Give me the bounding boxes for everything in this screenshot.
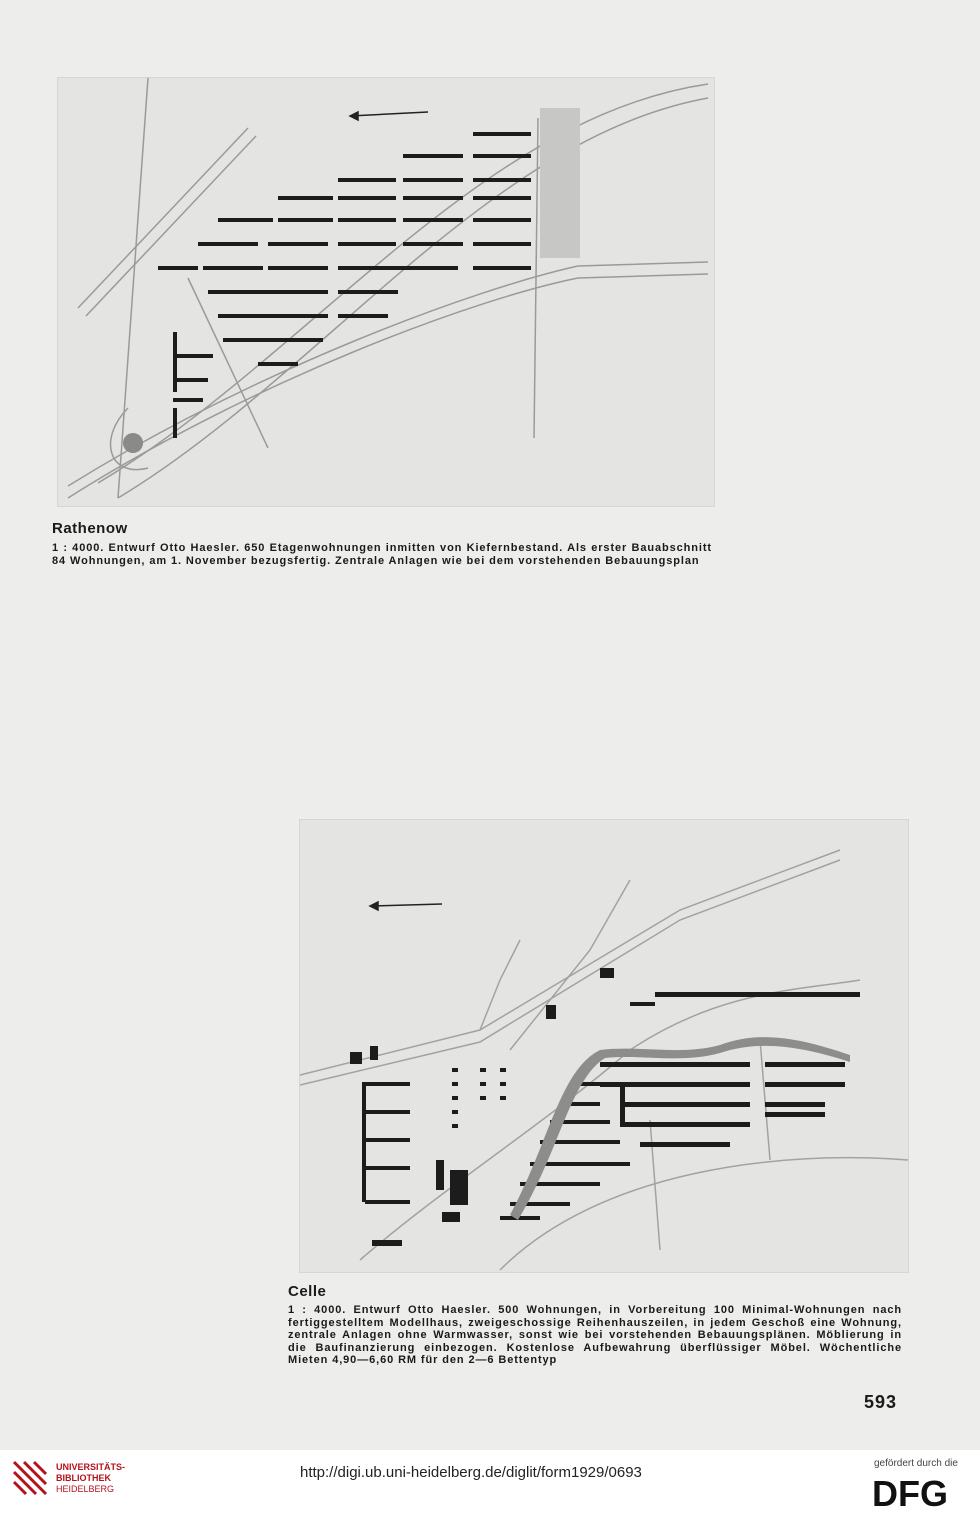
- library-name-line: UNIVERSITÄTS-: [56, 1462, 126, 1472]
- rathenow-description: 1 : 4000. Entwurf Otto Haesler. 650 Etag…: [52, 542, 712, 567]
- site-plan-rathenow: [58, 78, 714, 506]
- source-url-link[interactable]: http://digi.ub.uni-heidelberg.de/diglit/…: [300, 1464, 642, 1481]
- celle-building-rows: [362, 992, 860, 1246]
- dfg-logo-text: DFG: [872, 1474, 948, 1510]
- rathenow-building-rows: [158, 132, 531, 438]
- library-name-line: BIBLIOTHEK: [56, 1473, 111, 1483]
- site-plan-celle: [300, 820, 908, 1272]
- celle-plan-drawing: [300, 849, 908, 1271]
- rathenow-title: Rathenow: [52, 520, 128, 537]
- footer: UNIVERSITÄTS- BIBLIOTHEK HEIDELBERG http…: [0, 1450, 980, 1518]
- dfg-logo-icon: DFG: [872, 1474, 948, 1510]
- rathenow-plan-drawing: [67, 78, 709, 499]
- celle-detached-houses: [350, 968, 614, 1128]
- university-seal-icon: [12, 1460, 48, 1496]
- library-name-line: HEIDELBERG: [56, 1484, 115, 1494]
- celle-north-arrow: [368, 900, 443, 912]
- library-name: UNIVERSITÄTS- BIBLIOTHEK HEIDELBERG: [56, 1462, 125, 1495]
- celle-description: 1 : 4000. Entwurf Otto Haesler. 500 Wohn…: [288, 1304, 902, 1366]
- page-number: 593: [864, 1392, 898, 1412]
- rathenow-north-arrow: [348, 110, 429, 122]
- funding-note: gefördert durch die: [874, 1458, 958, 1469]
- celle-title: Celle: [288, 1283, 327, 1300]
